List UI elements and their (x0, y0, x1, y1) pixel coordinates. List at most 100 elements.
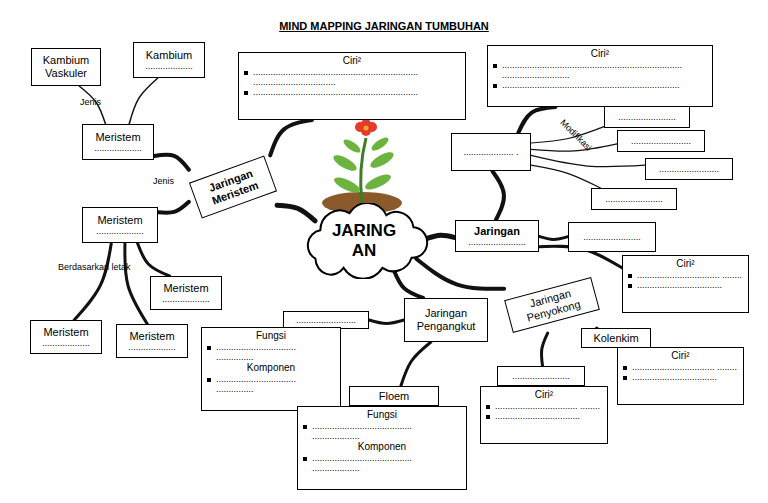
box-text: Komponen (302, 441, 462, 453)
feature-box: Ciri²................................. .… (617, 347, 744, 405)
box-text: Kolenkim (586, 332, 646, 345)
topic-box: ....................... (604, 106, 690, 128)
branch-connector (137, 243, 169, 276)
branch-connector (541, 333, 547, 366)
branch-connector (270, 120, 312, 155)
bullet-mark (628, 284, 632, 288)
box-text: Ciri² (627, 258, 744, 270)
center-title: JARING AN (325, 221, 403, 260)
blank-line: ................... (138, 61, 200, 71)
blank-line: .................................. (637, 280, 744, 290)
box-text: Ciri² (492, 48, 708, 60)
blank-line: ................................ .......… (216, 342, 336, 363)
branch-box: Jaringan Meristem (189, 155, 277, 218)
bullet-mark (628, 274, 632, 278)
box-text: Meristem (35, 326, 97, 339)
feature-box: Ciri²...................................… (238, 52, 466, 120)
blank-line: ........................ (650, 164, 728, 174)
box-text: Jaringan Pengangkut (409, 307, 483, 332)
box-text: Kambium (138, 49, 200, 62)
branch-box: Jaringan Penyokong (504, 277, 600, 333)
bullet-mark (623, 376, 627, 380)
bullet-mark (244, 71, 248, 75)
topic-box: ........................ (617, 130, 705, 152)
blank-line: ................... (87, 226, 153, 236)
topic-box: ....................... (568, 222, 656, 252)
branch-connector (401, 342, 431, 386)
box-text: Jaringan Meristem (196, 163, 270, 211)
blank-line: ........................ (622, 136, 700, 146)
topic-box: Meristem................... (82, 124, 154, 160)
branch-box: Jaringan Pengangkut (404, 298, 488, 342)
feature-box: Ciri²................................. .… (480, 386, 608, 444)
blank-line: .................................. (632, 372, 739, 382)
branch-label: Jenis (153, 176, 174, 186)
blank-line: ................... (121, 342, 183, 352)
blank-line: .................... . (456, 147, 526, 157)
feature-box: Ciri²...................................… (487, 45, 713, 107)
blank-line: ....................... (609, 112, 685, 122)
blank-line: ........................................… (312, 421, 462, 442)
branch-connector (531, 144, 617, 151)
branch-connector (154, 155, 189, 170)
topic-box: Meristem................... (116, 324, 188, 358)
blank-line: ....................... (596, 194, 672, 204)
topic-box: Kambium................... (133, 42, 205, 78)
map-title: MIND MAPPING JARINGAN TUMBUHAN (0, 20, 768, 32)
box-text: Meristem (121, 330, 183, 343)
branch-connector (416, 259, 504, 289)
branch-connector (394, 269, 424, 298)
topic-box: ....................... (497, 366, 585, 386)
blank-line: ................................. ......… (632, 362, 739, 372)
blank-line: ........................................… (253, 87, 461, 97)
feature-box: Ciri²................................. .… (622, 255, 749, 313)
branch-connector (74, 243, 111, 320)
branch-connector (492, 171, 504, 220)
blank-line: ........................................… (502, 60, 708, 81)
branch-label: Jenis (80, 97, 101, 107)
topic-box: Kambium Vaskuler (31, 48, 101, 86)
branch-connector (539, 236, 568, 239)
bullet-mark (207, 346, 211, 350)
branch-label: Modifikasi (558, 117, 593, 152)
bullet-mark (486, 405, 490, 409)
box-text: Fungsi (206, 330, 336, 342)
blank-line: ................................ .......… (216, 374, 336, 395)
branch-connector (79, 86, 105, 124)
function-box: Fungsi................................ .… (201, 327, 341, 411)
box-text: Meristem (87, 214, 153, 227)
branch-connector (125, 243, 148, 324)
branch-box: Jaringan....................... (455, 220, 539, 252)
box-text: Ciri² (485, 389, 603, 401)
box-text: Jaringan (460, 225, 534, 238)
box-text: Meristem (87, 131, 149, 144)
branch-connector (531, 165, 601, 188)
central-cloud: JARING AN (296, 203, 432, 279)
function-box: Fungsi..................................… (297, 406, 467, 490)
topic-box: Kolenkim (581, 328, 651, 348)
bullet-mark (493, 64, 497, 68)
blank-line: ....................... (502, 371, 580, 381)
blank-line: ....................... (573, 232, 651, 242)
blank-line: ................................. ......… (637, 270, 744, 280)
blank-line: ................................. ......… (495, 401, 603, 411)
blank-line: ........................ (288, 315, 364, 325)
bullet-mark (623, 366, 627, 370)
blank-line: ................... (35, 338, 97, 348)
bullet-mark (303, 457, 307, 461)
topic-box: ....................... (591, 188, 677, 210)
topic-box: Meristem................... (30, 320, 102, 354)
bullet-mark (493, 84, 497, 88)
branch-connector (531, 155, 645, 166)
box-text: Ciri² (622, 350, 739, 362)
box-text: Fungsi (302, 409, 462, 421)
box-text: Jaringan Penyokong (510, 282, 594, 327)
box-text: Meristem (155, 282, 217, 295)
box-text: Kambium Vaskuler (36, 54, 96, 79)
branch-connector (369, 320, 404, 324)
bullet-mark (207, 378, 211, 382)
bullet-mark (486, 415, 490, 419)
topic-box: Meristem................... (150, 276, 222, 310)
blank-line: ................... (155, 294, 217, 304)
bullet-mark (244, 91, 248, 95)
